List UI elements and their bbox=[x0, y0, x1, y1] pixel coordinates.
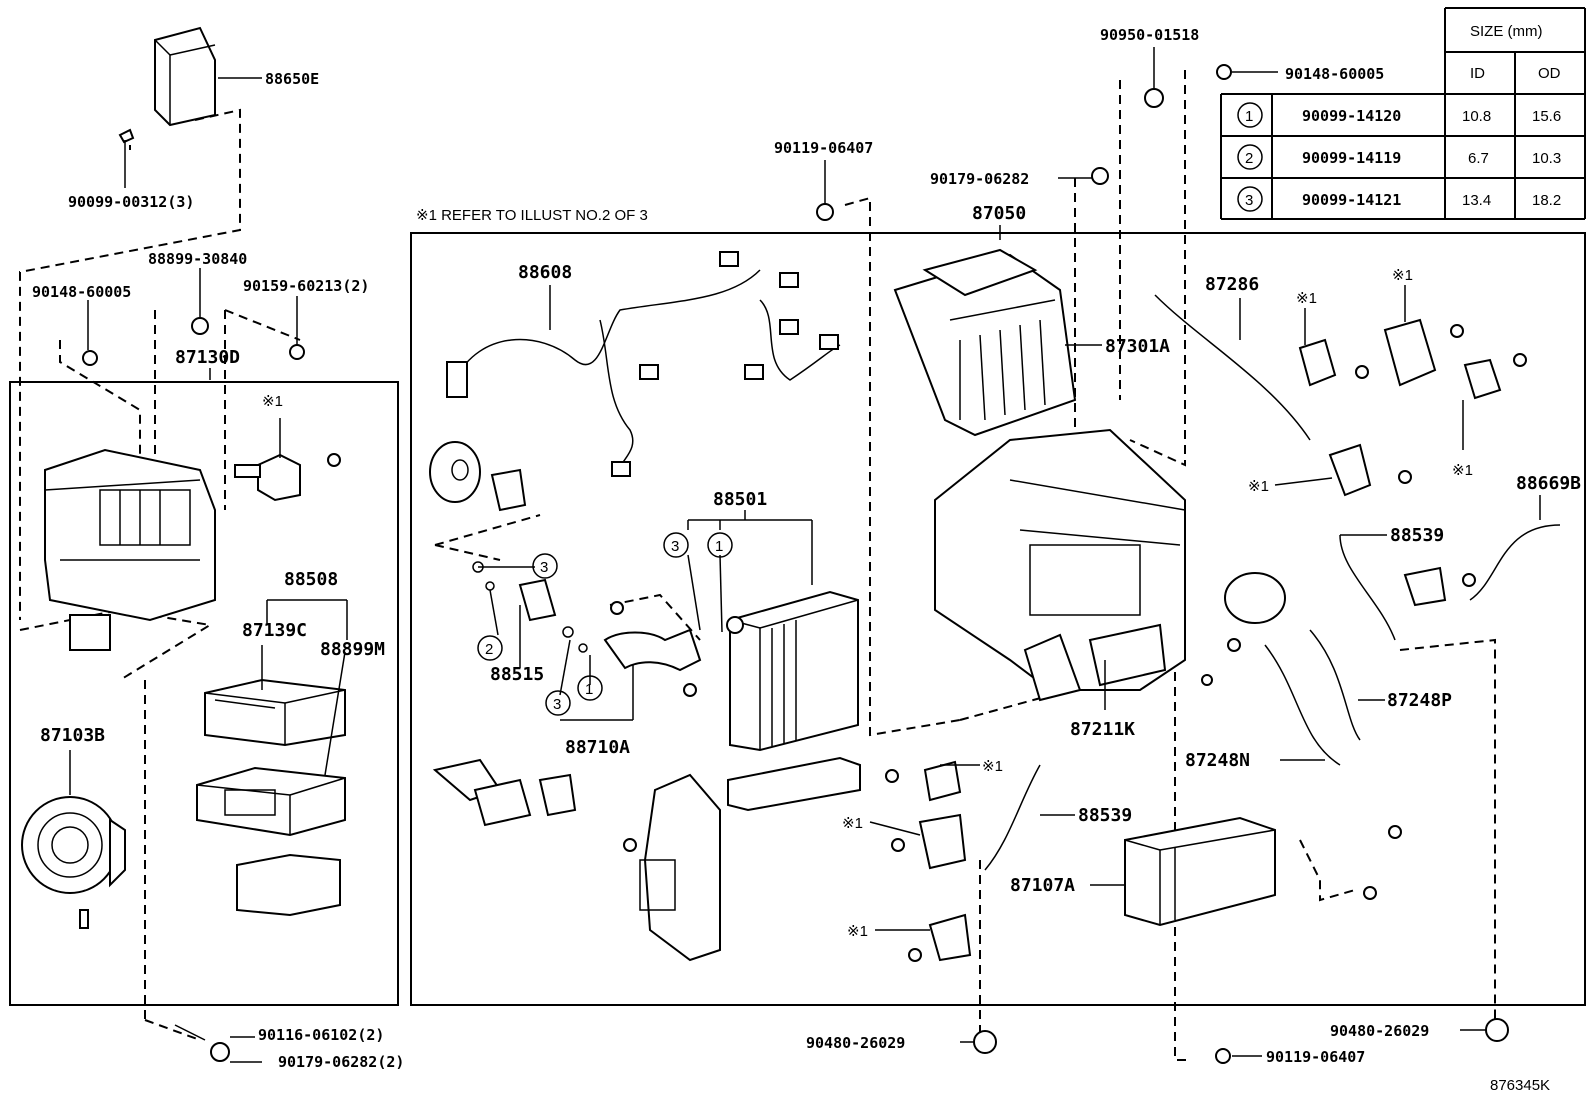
callout-88710A: 88710A bbox=[565, 737, 630, 758]
table-row-part: 90099-14120 bbox=[1302, 107, 1401, 125]
water-hoses bbox=[984, 524, 1561, 871]
table-row-id: 10.8 bbox=[1462, 108, 1491, 125]
heater-radiator-87107A bbox=[1124, 816, 1276, 927]
callout-87103B: 87103B bbox=[40, 725, 105, 746]
marker-3: 3 bbox=[553, 696, 561, 713]
callout-88515: 88515 bbox=[490, 664, 544, 685]
callout-90119-06407-b: 90119-06407 bbox=[1266, 1048, 1365, 1066]
callout-88501: 88501 bbox=[713, 489, 767, 510]
table-row-part: 90099-14119 bbox=[1302, 149, 1401, 167]
clean-air-filter-87139C bbox=[204, 678, 346, 747]
blower-unit-frame bbox=[9, 381, 399, 1006]
callout-ref1: ※1 bbox=[1296, 290, 1317, 307]
cooler-tube-88710A bbox=[562, 626, 702, 672]
table-row-od: 18.2 bbox=[1532, 192, 1561, 209]
blower-unit-case-87130D bbox=[44, 448, 216, 651]
marker-1: 1 bbox=[715, 538, 723, 555]
marker-3: 3 bbox=[671, 538, 679, 555]
callout-90480-26029: 90480-26029 bbox=[806, 1034, 905, 1052]
callout-90099-00312: 90099-00312(3) bbox=[68, 193, 194, 211]
air-duct-87301A bbox=[893, 248, 1077, 437]
callout-88539: 88539 bbox=[1390, 525, 1444, 546]
seal-pieces bbox=[429, 441, 1286, 827]
refer-note: ※1 REFER TO ILLUST NO.2 OF 3 bbox=[416, 207, 648, 224]
callout-ref1: ※1 bbox=[982, 758, 1003, 775]
callout-ref1: ※1 bbox=[847, 923, 868, 940]
air-conditioner-unit-frame bbox=[410, 232, 1586, 1006]
table-row-id: 13.4 bbox=[1462, 192, 1491, 209]
table-row-part: 90099-14121 bbox=[1302, 191, 1401, 209]
callout-ref1: ※1 bbox=[842, 815, 863, 832]
table-row-od: 10.3 bbox=[1532, 150, 1561, 167]
callout-87107A: 87107A bbox=[1010, 875, 1075, 896]
callout-90148-60005: 90148-60005 bbox=[32, 283, 131, 301]
callout-87050: 87050 bbox=[972, 203, 1026, 224]
callout-ref1: ※1 bbox=[1392, 267, 1413, 284]
callout-88669B: 88669B bbox=[1516, 473, 1581, 494]
callout-87139C: 87139C bbox=[242, 620, 307, 641]
screws-and-bolts bbox=[79, 64, 1527, 1064]
table-row-od: 15.6 bbox=[1532, 108, 1561, 125]
marker-3: 3 bbox=[540, 559, 548, 576]
wire-harness-88608 bbox=[446, 251, 841, 477]
servo-motor-ref1-left bbox=[234, 453, 301, 502]
callout-87130D: 87130D bbox=[175, 347, 240, 368]
filter-case-88899M bbox=[196, 766, 346, 917]
callout-88899-30840: 88899-30840 bbox=[148, 250, 247, 268]
marker-1: 1 bbox=[585, 681, 593, 698]
callout-88650E: 88650E bbox=[265, 70, 319, 88]
air-conditioner-amplifier-88650E bbox=[118, 26, 216, 165]
blower-motor-87103B bbox=[21, 796, 126, 894]
callout-87301A: 87301A bbox=[1105, 336, 1170, 357]
hose-size-markers: 3 2 3 1 3 1 bbox=[477, 532, 733, 716]
callout-90179-06282-2: 90179-06282(2) bbox=[278, 1053, 404, 1071]
callout-87248N: 87248N bbox=[1185, 750, 1250, 771]
callout-87248P: 87248P bbox=[1387, 690, 1452, 711]
callout-ref1: ※1 bbox=[262, 393, 283, 410]
callout-88608: 88608 bbox=[518, 262, 572, 283]
callout-90950-01518: 90950-01518 bbox=[1100, 26, 1199, 44]
illustration-code: 876345K bbox=[1490, 1077, 1550, 1094]
callout-ref1: ※1 bbox=[1248, 478, 1269, 495]
callout-87211K: 87211K bbox=[1070, 719, 1135, 740]
assembly-dashed-lines bbox=[19, 70, 1496, 1061]
table-row-mark: 2 bbox=[1245, 150, 1253, 167]
callout-90480-26029-b: 90480-26029 bbox=[1330, 1022, 1429, 1040]
table-row-mark: 1 bbox=[1245, 108, 1253, 125]
table-row-id: 6.7 bbox=[1468, 150, 1489, 167]
callout-88508: 88508 bbox=[284, 569, 338, 590]
callout-87286: 87286 bbox=[1205, 274, 1259, 295]
bracket-bottom-center bbox=[639, 773, 721, 962]
callout-90179-06282: 90179-06282 bbox=[930, 170, 1029, 188]
callout-90148-60005-b: 90148-60005 bbox=[1285, 65, 1384, 83]
callout-90119-06407: 90119-06407 bbox=[774, 139, 873, 157]
callout-ref1: ※1 bbox=[1452, 462, 1473, 479]
table-header-size: SIZE (mm) bbox=[1470, 23, 1543, 40]
callout-88899M: 88899M bbox=[320, 639, 385, 660]
servo-motors-ref1 bbox=[918, 318, 1502, 962]
hose-size-table: SIZE (mm) ID OD 1 90099-14120 10.8 15.6 … bbox=[1220, 7, 1586, 220]
air-conditioner-case-87211K bbox=[934, 428, 1186, 702]
table-col-id: ID bbox=[1470, 65, 1485, 82]
table-col-od: OD bbox=[1538, 65, 1561, 82]
part-callouts: 88650E 90099-00312(3) 88899-30840 90148-… bbox=[32, 26, 1581, 1094]
aspirator-hose-87286 bbox=[1154, 294, 1311, 441]
callout-88539-b: 88539 bbox=[1078, 805, 1132, 826]
callout-90159-60213: 90159-60213(2) bbox=[243, 277, 369, 295]
marker-2: 2 bbox=[485, 641, 493, 658]
callout-90116-06102: 90116-06102(2) bbox=[258, 1026, 384, 1044]
leader-lines bbox=[69, 47, 1541, 1063]
evaporator-88501 bbox=[726, 590, 861, 812]
table-row-mark: 3 bbox=[1245, 192, 1253, 209]
